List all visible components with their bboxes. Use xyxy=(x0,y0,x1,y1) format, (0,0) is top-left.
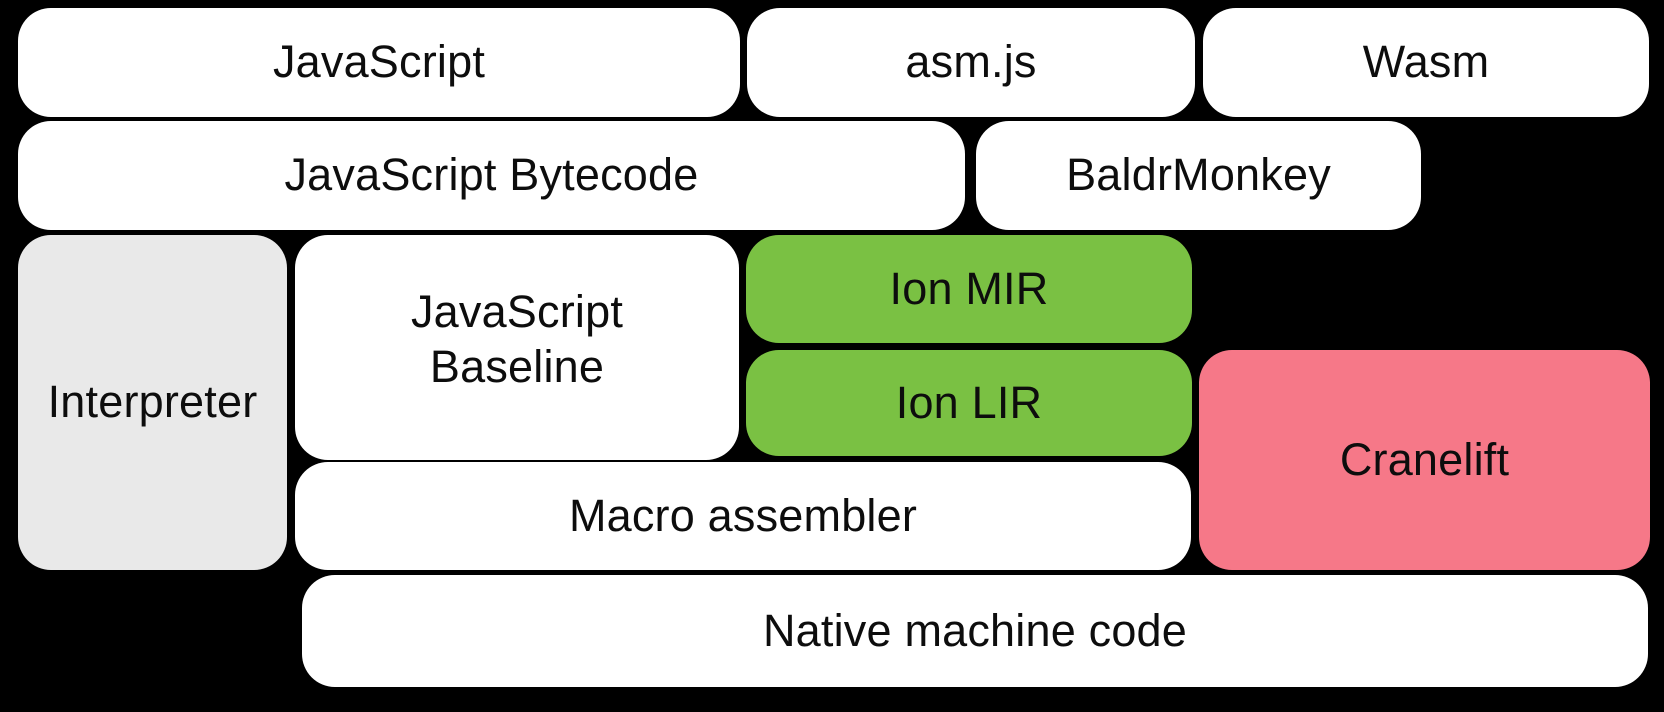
node-wasm-label: Wasm xyxy=(1362,36,1490,88)
node-ion-lir: Ion LIR xyxy=(746,350,1192,456)
node-native-machine-code: Native machine code xyxy=(302,575,1648,687)
node-native-machine-code-label: Native machine code xyxy=(762,604,1188,656)
node-interpreter-label: Interpreter xyxy=(47,376,258,428)
node-cranelift-label: Cranelift xyxy=(1339,433,1510,485)
node-ion-lir-label: Ion LIR xyxy=(895,376,1043,428)
node-javascript-baseline-line2: Baseline xyxy=(429,340,605,392)
node-javascript: JavaScript xyxy=(18,8,740,117)
node-baldrmonkey: BaldrMonkey xyxy=(976,121,1421,230)
node-macro-assembler-label: Macro assembler xyxy=(568,489,918,541)
node-interpreter: Interpreter xyxy=(18,235,287,570)
node-javascript-baseline-label: JavaScript Baseline xyxy=(411,285,623,395)
node-asmjs: asm.js xyxy=(747,8,1195,117)
node-javascript-baseline-line1: JavaScript xyxy=(410,285,624,337)
node-javascript-bytecode: JavaScript Bytecode xyxy=(18,121,965,230)
node-asmjs-label: asm.js xyxy=(905,36,1037,88)
node-cranelift: Cranelift xyxy=(1199,350,1650,570)
node-javascript-label: JavaScript xyxy=(272,36,486,88)
node-javascript-baseline: JavaScript Baseline xyxy=(295,235,739,460)
node-ion-mir: Ion MIR xyxy=(746,235,1192,343)
node-macro-assembler: Macro assembler xyxy=(295,462,1191,570)
node-ion-mir-label: Ion MIR xyxy=(889,262,1049,314)
node-javascript-bytecode-label: JavaScript Bytecode xyxy=(284,149,699,201)
node-wasm: Wasm xyxy=(1203,8,1649,117)
node-baldrmonkey-label: BaldrMonkey xyxy=(1066,149,1331,201)
